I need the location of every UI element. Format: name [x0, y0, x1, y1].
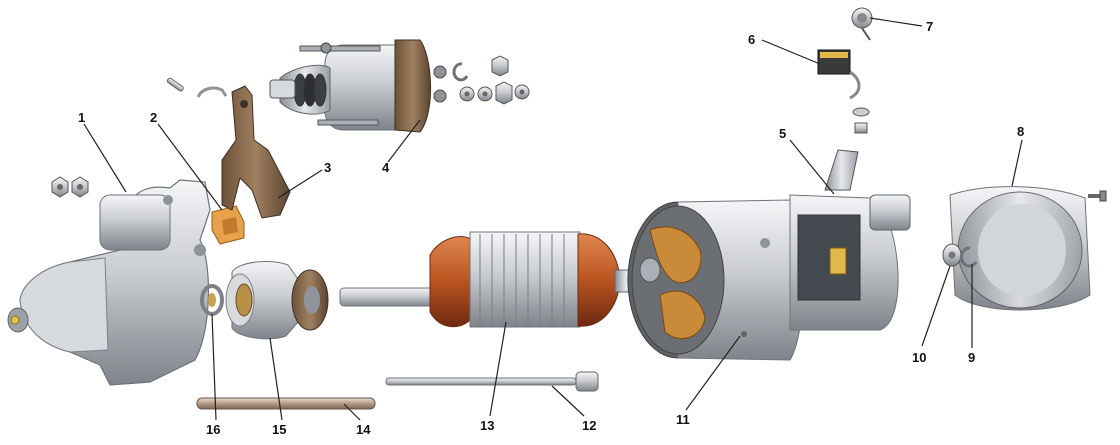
armature: [429, 231, 638, 328]
cover-screw: [1088, 190, 1107, 202]
callout-2: 2: [150, 110, 157, 125]
carbon-brush: [817, 49, 861, 100]
leader-1: [83, 123, 127, 193]
callout-14: 14: [356, 422, 371, 437]
callout-1: 1: [78, 110, 85, 125]
end-cover: [949, 186, 1091, 311]
callout-13: 13: [480, 418, 494, 433]
callout-11: 11: [676, 412, 690, 427]
leader-6: [761, 39, 821, 65]
callout-12: 12: [582, 418, 596, 433]
leader-lines: [83, 17, 1023, 421]
through-rod-sleeve: [196, 397, 376, 410]
leader-7: [869, 17, 923, 27]
mounting-nuts: [51, 176, 89, 198]
solenoid-relay: [269, 39, 447, 133]
leader-13: [489, 321, 507, 417]
terminal-lead: [824, 149, 859, 191]
solenoid-nuts-washers: [452, 55, 530, 105]
callout-16: 16: [206, 422, 220, 437]
brush-spring: [851, 7, 873, 41]
leader-14: [343, 403, 361, 421]
tie-bolt: [385, 371, 599, 392]
leader-4: [387, 119, 421, 163]
leader-2: [157, 123, 223, 211]
drive-pinion-clutch: [225, 261, 329, 340]
callout-6: 6: [748, 32, 755, 47]
lever-bushing: [211, 205, 245, 245]
drive-lever-fork: [221, 85, 291, 219]
leader-11: [685, 335, 741, 411]
leader-16: [211, 313, 217, 421]
leader-8: [1011, 139, 1023, 187]
leader-12: [551, 385, 585, 417]
drive-end-housing: [7, 179, 211, 386]
washer-spacer: [942, 243, 978, 268]
terminal-screw: [852, 107, 870, 134]
callout-15: 15: [272, 422, 286, 437]
stator-housing: [627, 199, 804, 361]
leader-15: [269, 337, 283, 421]
lever-pins: [166, 77, 228, 98]
callout-9: 9: [968, 350, 975, 365]
callout-5: 5: [779, 126, 786, 141]
callout-3: 3: [324, 160, 331, 175]
leader-3: [277, 169, 323, 199]
callout-4: 4: [382, 160, 390, 175]
leader-5: [789, 139, 835, 195]
callout-10: 10: [912, 350, 926, 365]
callout-labels: 1 2 3 4 5 6 7 8 9 10 11 12 13 14 15 16: [78, 19, 1024, 437]
leader-10: [921, 265, 951, 347]
commutator-end-bracket: [789, 194, 911, 331]
callout-8: 8: [1017, 124, 1024, 139]
callout-7: 7: [926, 19, 933, 34]
